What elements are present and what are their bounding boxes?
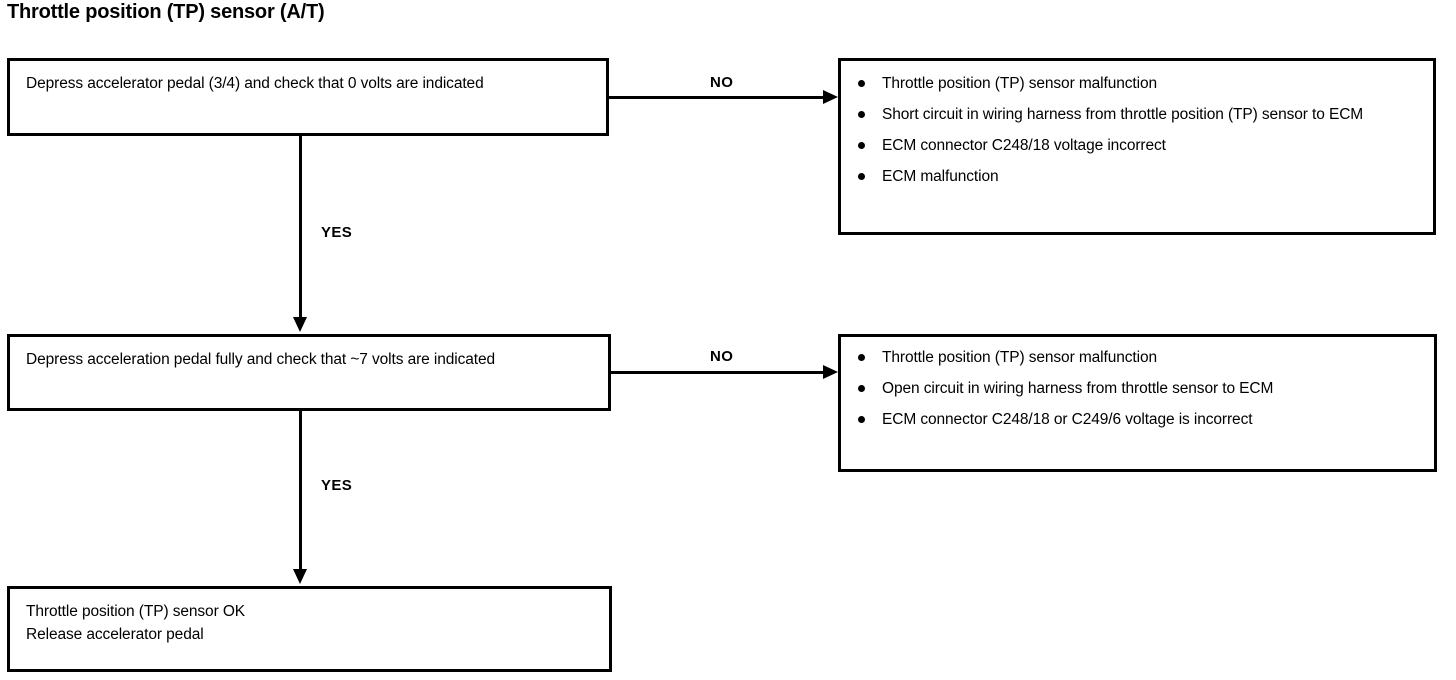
list-item: ECM malfunction	[852, 165, 1424, 188]
edge-label-yes-1: YES	[321, 224, 353, 241]
connector-no-1	[609, 96, 825, 99]
bullet-icon	[858, 142, 865, 149]
bullet-icon	[858, 173, 865, 180]
connector-no-2	[611, 371, 825, 374]
bullet-icon	[858, 111, 865, 118]
list-item-label: ECM connector C248/18 or C249/6 voltage …	[882, 411, 1253, 428]
process-box-step-1-label: Depress accelerator pedal (3/4) and chec…	[26, 75, 484, 92]
list-item-label: Throttle position (TP) sensor malfunctio…	[882, 75, 1158, 92]
list-item: ECM connector C248/18 voltage incorrect	[852, 134, 1424, 157]
list-item: Throttle position (TP) sensor malfunctio…	[852, 346, 1427, 369]
connector-yes-1	[299, 136, 302, 319]
terminal-box-result-label: Throttle position (TP) sensor OK Release…	[26, 603, 246, 643]
list-item-label: ECM connector C248/18 voltage incorrect	[882, 137, 1166, 154]
page-title: Throttle position (TP) sensor (A/T)	[7, 1, 325, 23]
list-item-label: Open circuit in wiring harness from thro…	[882, 380, 1274, 397]
process-box-step-2	[7, 334, 611, 411]
terminal-box-result	[7, 586, 612, 672]
list-item: ECM connector C248/18 or C249/6 voltage …	[852, 408, 1427, 431]
list-item: Open circuit in wiring harness from thro…	[852, 377, 1427, 400]
list-item-label: ECM malfunction	[882, 168, 999, 185]
edge-label-no-2: NO	[710, 348, 734, 365]
connector-yes-2	[299, 411, 302, 571]
list-item: Throttle position (TP) sensor malfunctio…	[852, 72, 1424, 95]
list-item-label: Short circuit in wiring harness from thr…	[882, 106, 1364, 123]
process-box-step-1	[7, 58, 609, 136]
list-item-label: Throttle position (TP) sensor malfunctio…	[882, 349, 1158, 366]
arrowhead-no-2	[823, 365, 838, 379]
edge-label-no-1: NO	[710, 74, 734, 91]
arrowhead-no-1	[823, 90, 838, 104]
bullet-icon	[858, 416, 865, 423]
outcome-box-1	[838, 58, 1436, 235]
bullet-icon	[858, 80, 865, 87]
bullet-icon	[858, 354, 865, 361]
outcome-box-2-list: Throttle position (TP) sensor malfunctio…	[852, 346, 1427, 439]
edge-label-yes-2: YES	[321, 477, 353, 494]
outcome-box-1-list: Throttle position (TP) sensor malfunctio…	[852, 72, 1424, 196]
list-item: Short circuit in wiring harness from thr…	[852, 103, 1424, 126]
process-box-step-2-label: Depress acceleration pedal fully and che…	[26, 351, 496, 368]
bullet-icon	[858, 385, 865, 392]
arrowhead-yes-1	[293, 317, 307, 332]
outcome-box-2	[838, 334, 1437, 472]
arrowhead-yes-2	[293, 569, 307, 584]
